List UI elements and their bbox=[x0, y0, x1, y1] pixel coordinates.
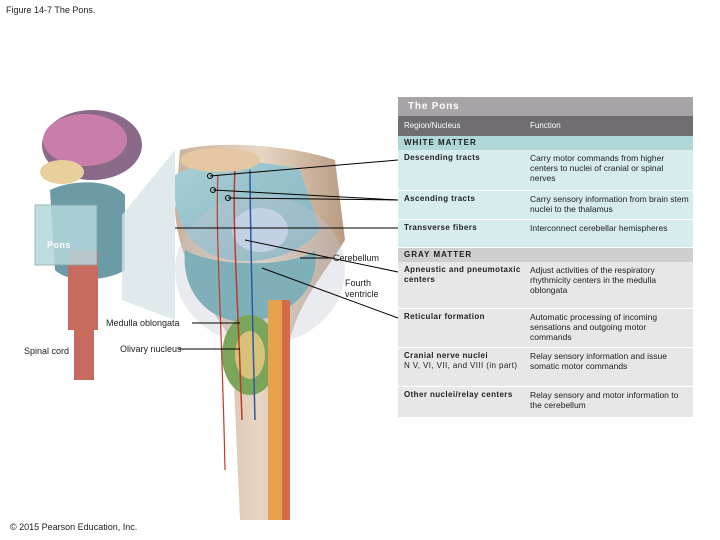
function-cell: Relay sensory and motor information to t… bbox=[530, 390, 679, 410]
table-row: Transverse fibers Interconnect cerebella… bbox=[398, 220, 693, 248]
region-cell-bold: Cranial nerve nuclei bbox=[404, 351, 489, 360]
olivary-nucleus-label: Olivary nucleus bbox=[120, 344, 182, 354]
table-row: Cranial nerve nuclei N V, VI, VII, and V… bbox=[398, 348, 693, 387]
white-matter-section: WHITE MATTER Descending tracts Carry mot… bbox=[398, 136, 693, 248]
region-cell: Ascending tracts bbox=[404, 194, 476, 203]
table-header: Region/Nucleus Function bbox=[398, 116, 693, 136]
leader-endpoints bbox=[207, 173, 231, 201]
table-row: Apneustic and pneumotaxic centers Adjust… bbox=[398, 262, 693, 309]
spinal-cord-label: Spinal cord bbox=[24, 346, 70, 356]
region-cell: Transverse fibers bbox=[404, 223, 478, 232]
table-row: Ascending tracts Carry sensory informati… bbox=[398, 191, 693, 220]
table-row: Descending tracts Carry motor commands f… bbox=[398, 150, 693, 191]
region-cell-rest: N V, VI, VII, and VIII (in part) bbox=[404, 361, 518, 370]
pons-illustration bbox=[34, 110, 399, 520]
copyright: © 2015 Pearson Education, Inc. bbox=[10, 522, 138, 532]
function-cell: Carry sensory information from brain ste… bbox=[530, 194, 689, 214]
pons-table: The Pons Region/Nucleus Function WHITE M… bbox=[398, 97, 693, 418]
function-cell: Relay sensory information and issue soma… bbox=[530, 351, 668, 371]
region-cell: Other nuclei/relay centers bbox=[404, 390, 513, 399]
table-row: Reticular formation Automatic processing… bbox=[398, 309, 693, 348]
gray-matter-section: GRAY MATTER Apneustic and pneumotaxic ce… bbox=[398, 248, 693, 418]
brainstem bbox=[175, 144, 345, 520]
col-region-header: Region/Nucleus bbox=[404, 121, 461, 130]
function-cell: Automatic processing of incoming sensati… bbox=[530, 312, 658, 342]
function-cell: Adjust activities of the respiratory rhy… bbox=[530, 265, 657, 295]
fourth-ventricle-label: Fourth ventricle bbox=[345, 278, 379, 299]
region-cell: Cranial nerve nuclei N V, VI, VII, and V… bbox=[404, 351, 522, 371]
inset-brain bbox=[34, 110, 142, 380]
region-cell: Descending tracts bbox=[404, 153, 481, 162]
table-title: The Pons bbox=[398, 97, 693, 116]
region-cell: Apneustic and pneumotaxic centers bbox=[404, 265, 521, 284]
figure-title: Figure 14-7 The Pons. bbox=[6, 5, 96, 15]
col-function-header: Function bbox=[530, 121, 561, 130]
function-cell: Carry motor commands from higher centers… bbox=[530, 153, 665, 183]
leader-lines bbox=[175, 159, 399, 350]
function-cell: Interconnect cerebellar hemispheres bbox=[530, 223, 668, 233]
pons-label: Pons bbox=[47, 240, 72, 250]
medulla-label: Medulla oblongata bbox=[106, 318, 180, 328]
gray-matter-heading: GRAY MATTER bbox=[398, 248, 693, 262]
table-row: Other nuclei/relay centers Relay sensory… bbox=[398, 387, 693, 418]
white-matter-heading: WHITE MATTER bbox=[398, 136, 693, 150]
cerebellum-label: Cerebellum bbox=[333, 253, 380, 263]
region-cell: Reticular formation bbox=[404, 312, 485, 321]
